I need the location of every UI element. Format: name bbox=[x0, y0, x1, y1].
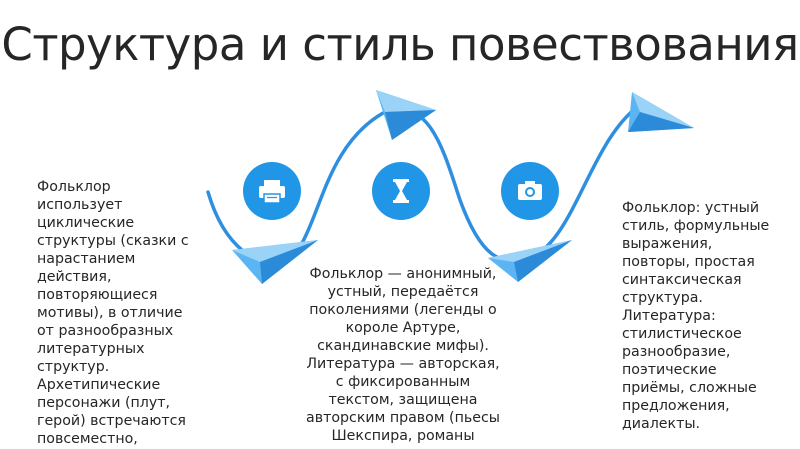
camera-icon-circle bbox=[501, 162, 559, 220]
printer-icon-circle bbox=[243, 162, 301, 220]
paper-plane-icon bbox=[488, 240, 572, 282]
hourglass-icon-circle bbox=[372, 162, 430, 220]
camera-icon bbox=[518, 181, 542, 200]
paper-plane-icon bbox=[376, 90, 436, 140]
slide-title: Структура и стиль повествования bbox=[1, 18, 799, 71]
paper-plane-icon bbox=[232, 240, 318, 284]
paper-plane-icon bbox=[628, 92, 694, 132]
style-text: Фольклор: устный стиль, формульные выраж… bbox=[622, 200, 770, 432]
hourglass-icon bbox=[393, 179, 409, 203]
printer-icon bbox=[259, 180, 285, 204]
authorship-text: Фольклор — анонимный, устный, передаётся… bbox=[306, 266, 500, 444]
folklore-structure-text: Фольклор использует циклические структур… bbox=[37, 179, 189, 447]
